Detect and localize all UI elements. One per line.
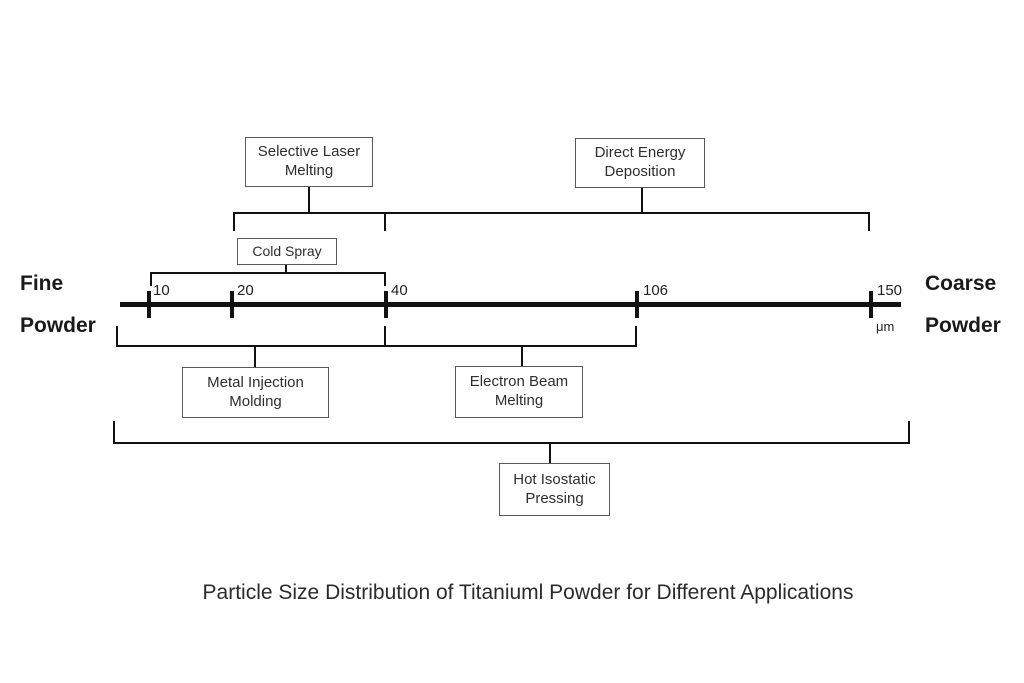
axis-tick-150	[869, 291, 873, 318]
metal-injection-molding-box: Metal Injection Molding	[182, 367, 329, 418]
upper-bracket-line	[233, 212, 870, 214]
electron-beam-melting-label-line1: Electron Beam	[469, 373, 569, 391]
upper-bracket-divider-40	[384, 212, 386, 231]
mim-connector	[254, 347, 256, 367]
axis-line	[120, 302, 901, 307]
upper-bracket-end-left	[233, 212, 235, 231]
upper-bracket-end-right	[868, 212, 870, 231]
cold-spray-box: Cold Spray	[237, 238, 337, 265]
axis-tick-20	[230, 291, 234, 318]
axis-tick-label-106: 106	[643, 282, 669, 299]
lower-bracket-end-left	[116, 326, 118, 347]
figure-caption: Particle Size Distribution of Titaniuml …	[202, 581, 854, 604]
axis-unit-label: μm	[876, 319, 895, 334]
direct-energy-deposition-box: Direct Energy Deposition	[575, 138, 705, 188]
electron-beam-melting-label-line2: Melting	[494, 392, 544, 409]
coarse-label-line1: Coarse	[925, 272, 997, 295]
hot-isostatic-pressing-box: Hot Isostatic Pressing	[499, 463, 610, 516]
direct-energy-deposition-label-line1: Direct Energy	[594, 144, 686, 162]
hot-isostatic-pressing-label-line1: Hot Isostatic	[513, 470, 596, 488]
hot-isostatic-pressing-label-line2: Pressing	[525, 489, 584, 507]
hip-bracket-end-left	[113, 421, 115, 444]
lower-bracket-divider-40	[384, 326, 386, 347]
cold-spray-bracket-line	[150, 272, 386, 274]
cold-spray-bracket-end-right	[384, 272, 386, 286]
ded-connector	[641, 188, 643, 213]
coarse-label-line2: Powder	[925, 314, 1001, 337]
cold-spray-connector	[285, 264, 287, 273]
axis-tick-106	[635, 291, 639, 318]
direct-energy-deposition-label-line2: Deposition	[604, 163, 676, 180]
slm-connector	[308, 187, 310, 213]
fine-label-line2: Powder	[20, 314, 96, 337]
lower-bracket-line	[116, 345, 637, 347]
electron-beam-melting-box: Electron Beam Melting	[455, 366, 583, 418]
hip-bracket-end-right	[908, 421, 910, 444]
lower-bracket-end-right	[635, 326, 637, 347]
selective-laser-melting-label-line1: Selective Laser	[257, 143, 361, 161]
selective-laser-melting-box: Selective Laser Melting	[245, 137, 373, 187]
hip-bracket-line	[113, 442, 910, 444]
metal-injection-molding-label-line1: Metal Injection	[207, 373, 304, 391]
axis-tick-10	[147, 291, 151, 318]
hip-connector	[549, 444, 551, 463]
axis-tick-label-40: 40	[391, 282, 408, 299]
fine-label-line1: Fine	[20, 272, 64, 295]
axis-tick-label-20: 20	[237, 282, 254, 299]
cold-spray-bracket-end-left	[150, 272, 152, 286]
selective-laser-melting-label-line2: Melting	[284, 162, 334, 179]
cold-spray-label: Cold Spray	[252, 242, 322, 259]
axis-tick-label-10: 10	[153, 282, 170, 299]
ebm-connector	[521, 347, 523, 366]
metal-injection-molding-label-line2: Molding	[229, 392, 282, 410]
axis-tick-40	[384, 291, 388, 318]
axis-tick-label-150: 150	[877, 282, 903, 299]
